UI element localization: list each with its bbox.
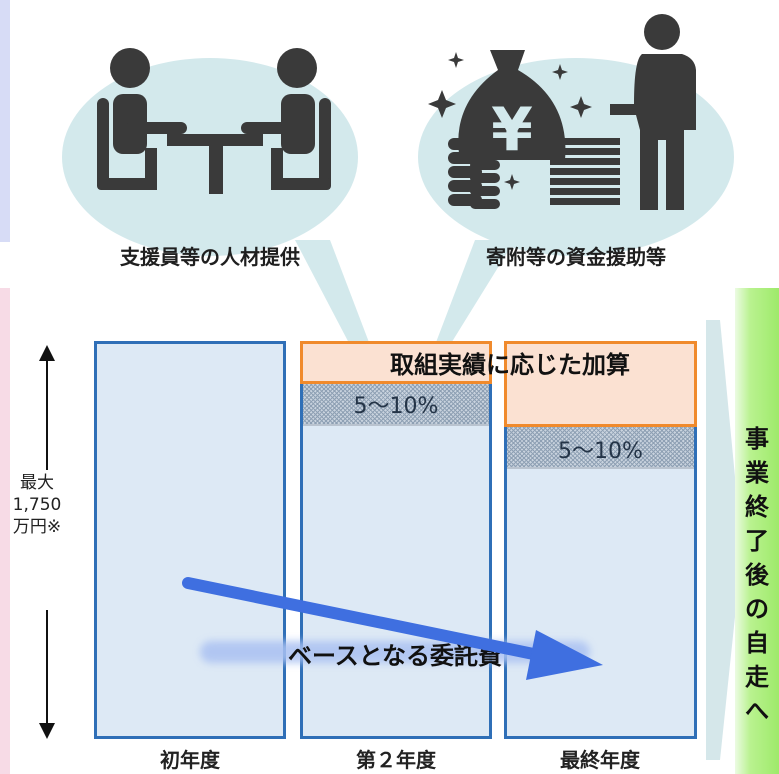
max-range-arrow: [39, 345, 55, 739]
year-label-final: 最終年度: [560, 748, 640, 772]
side-char: 自: [745, 629, 769, 657]
self-sustain-banner: [735, 288, 779, 774]
hatch-increase-final-year: [507, 427, 694, 469]
people-meeting-icon: [97, 48, 331, 194]
svg-text:¥: ¥: [491, 95, 533, 165]
bonus-band-second-year: [300, 341, 492, 384]
max-amount-label: 最大 1,750 万円※: [5, 472, 69, 538]
side-char: の: [745, 595, 769, 623]
bubble-pointer-left: [295, 240, 370, 345]
side-char: 事: [745, 425, 769, 453]
bonus-label: 取組実績に応じた加算: [390, 351, 630, 379]
chevron-right-icon: [706, 320, 742, 760]
money-businessman-icon: ¥: [428, 14, 696, 210]
column-first-year: [94, 341, 286, 739]
max-label-line-1: 最大: [20, 473, 54, 493]
bubble-pointer-right: [435, 240, 515, 345]
percent-label-final-year: 5～10%: [558, 439, 643, 464]
bottom-accent-strip: [0, 288, 10, 774]
self-sustain-text: 事 業 終 了 後 の 自 走 へ: [742, 422, 772, 728]
hatch-increase-second-year: [303, 384, 489, 426]
percent-label-second-year: 5～10%: [353, 394, 439, 419]
bonus-band-final-year: [504, 341, 697, 427]
base-label: ベースとなる委託費: [287, 642, 503, 670]
year-label-first: 初年度: [160, 748, 220, 772]
side-char: 走: [745, 663, 769, 691]
max-label-line-2: 1,750: [12, 495, 62, 515]
caption-personnel-support: 支援員等の人材提供: [120, 245, 300, 269]
year-label-second: 第２年度: [356, 748, 436, 772]
side-char: へ: [745, 697, 769, 725]
side-char: 後: [745, 561, 769, 589]
side-char: 了: [745, 527, 769, 555]
max-label-line-3: 万円※: [12, 517, 62, 537]
side-char: 業: [745, 459, 769, 487]
caption-financial-aid: 寄附等の資金援助等: [486, 245, 666, 269]
side-char: 終: [745, 493, 769, 521]
top-accent-strip: [0, 0, 10, 242]
